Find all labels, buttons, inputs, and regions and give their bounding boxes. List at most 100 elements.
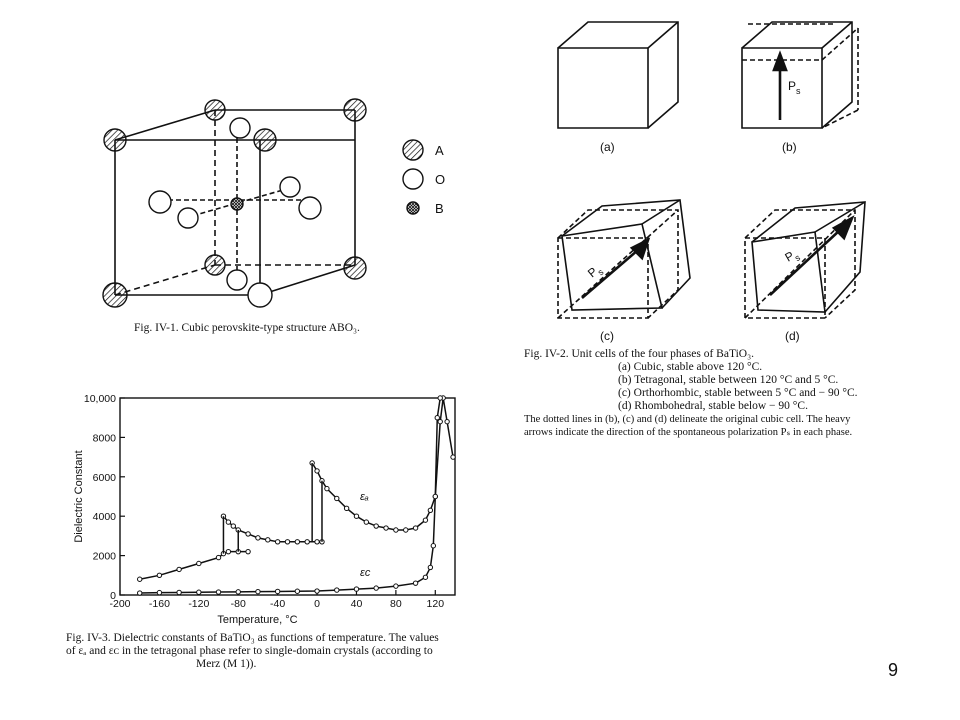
unit-cells-drawing: Ps Ps Ps (a) (b) (c) (d) <box>557 21 866 343</box>
data-point <box>383 525 389 531</box>
x-tick-label: 0 <box>314 598 320 610</box>
o-atom <box>229 117 251 139</box>
data-point <box>156 589 163 596</box>
data-point <box>437 418 443 425</box>
a-atom <box>343 98 367 122</box>
panel-label-c: (c) <box>600 329 614 343</box>
perovskite-structure-figure: A O B <box>95 90 465 320</box>
y-tick-label: 4000 <box>93 511 117 523</box>
data-point <box>230 523 237 529</box>
data-point <box>265 537 271 543</box>
polarization-arrow-c <box>629 237 651 261</box>
data-point <box>284 539 291 545</box>
page-number: 9 <box>888 660 899 680</box>
legend-b-label: B <box>435 201 444 216</box>
fig1-caption: Fig. IV-1. Cubic perovskite-type structu… <box>134 322 360 334</box>
x-tick-label: 80 <box>390 598 402 610</box>
fig3-caption-1: Fig. IV-3. Dielectric constants of BaTiO… <box>66 632 439 644</box>
plot-frame <box>119 397 456 596</box>
data-point <box>215 554 222 561</box>
data-point <box>422 517 429 523</box>
data-point <box>196 589 202 595</box>
series-line <box>139 550 249 580</box>
x-tick-label: -120 <box>188 598 209 610</box>
y-tick-label: 0 <box>110 590 116 602</box>
o-atom <box>226 269 248 291</box>
fig2-phase-list: (a) Cubic, stable above 120 °C. (b) Tetr… <box>524 361 954 413</box>
data-point <box>314 539 320 545</box>
series-line <box>139 397 441 594</box>
data-point <box>427 564 434 571</box>
panel-label-a: (a) <box>600 140 615 154</box>
data-point <box>304 539 310 545</box>
data-point <box>156 572 163 579</box>
a-atom <box>103 128 127 152</box>
panel-label-b: (b) <box>782 140 797 154</box>
a-atom <box>102 282 128 308</box>
unit-cells-figure: Ps Ps Ps (a) (b) (c) (d) <box>540 10 900 350</box>
data-point <box>255 535 261 541</box>
a-atom <box>204 254 226 276</box>
data-point <box>412 525 419 531</box>
data-point <box>434 415 440 421</box>
data-point <box>196 560 202 567</box>
fig2-caption: Fig. IV-2. Unit cells of the four phases… <box>524 348 954 439</box>
data-point <box>437 395 443 401</box>
data-point <box>215 589 222 595</box>
b-atom <box>230 197 244 211</box>
y-axis-label: Dielectric Constant <box>73 450 85 542</box>
legend-o-symbol <box>402 168 424 190</box>
ps-label-b: Ps <box>788 79 801 96</box>
fig3-caption-3: Merz (M 1)). <box>196 658 257 670</box>
fig3-caption-2: of εₐ and εᴄ in the tetragonal phase ref… <box>66 645 433 657</box>
data-point <box>334 587 340 593</box>
data-point <box>373 585 379 591</box>
a-atom <box>253 128 277 152</box>
a-atom <box>204 99 226 121</box>
data-point <box>137 576 143 582</box>
x-tick-label: 40 <box>351 598 363 610</box>
a-atom <box>343 256 367 280</box>
o-atom <box>177 207 199 229</box>
data-point <box>274 588 281 595</box>
data-point <box>353 513 360 519</box>
o-atom <box>148 190 172 214</box>
data-point <box>294 588 301 594</box>
fig3-caption: Fig. IV-3. Dielectric constants of BaTiO… <box>66 632 506 671</box>
data-point <box>444 418 450 425</box>
fig2-phase-d: (d) Rhombohedral, stable below − 90 °C. <box>618 400 808 412</box>
data-point <box>450 454 456 460</box>
x-tick-label: -200 <box>109 598 130 610</box>
fig2-note-2: arrows indicate the direction of the spo… <box>524 427 853 438</box>
data-point <box>427 507 434 513</box>
y-tick-label: 8000 <box>93 432 117 444</box>
data-point <box>430 543 437 549</box>
x-tick-label: -40 <box>270 598 285 610</box>
y-tick-label: 2000 <box>93 551 117 563</box>
x-tick-label: -80 <box>231 598 246 610</box>
data-point <box>403 527 409 533</box>
data-point <box>274 539 281 545</box>
data-point <box>225 519 232 525</box>
x-tick-label: 120 <box>427 598 445 610</box>
data-point <box>422 574 429 580</box>
o-atom <box>247 282 273 308</box>
data-point <box>393 583 399 589</box>
data-point <box>255 588 261 595</box>
fig2-phase-c: (c) Orthorhombic, stable between 5 °C an… <box>618 387 858 399</box>
data-point <box>432 493 438 500</box>
data-point <box>412 580 419 586</box>
data-point <box>334 495 340 502</box>
polarization-arrow-d <box>831 215 855 241</box>
data-point <box>373 523 379 529</box>
data-point <box>176 589 182 596</box>
polarization-arrow-b <box>772 50 788 72</box>
epsilon-c-label: εᴄ <box>360 567 371 579</box>
o-atom <box>298 196 322 220</box>
fig2-phase-a: (a) Cubic, stable above 120 °C. <box>618 361 763 373</box>
fig2-phase-b: (b) Tetragonal, stable between 120 °C an… <box>618 374 839 386</box>
x-tick-label: -160 <box>149 598 170 610</box>
o-atom <box>279 176 301 198</box>
